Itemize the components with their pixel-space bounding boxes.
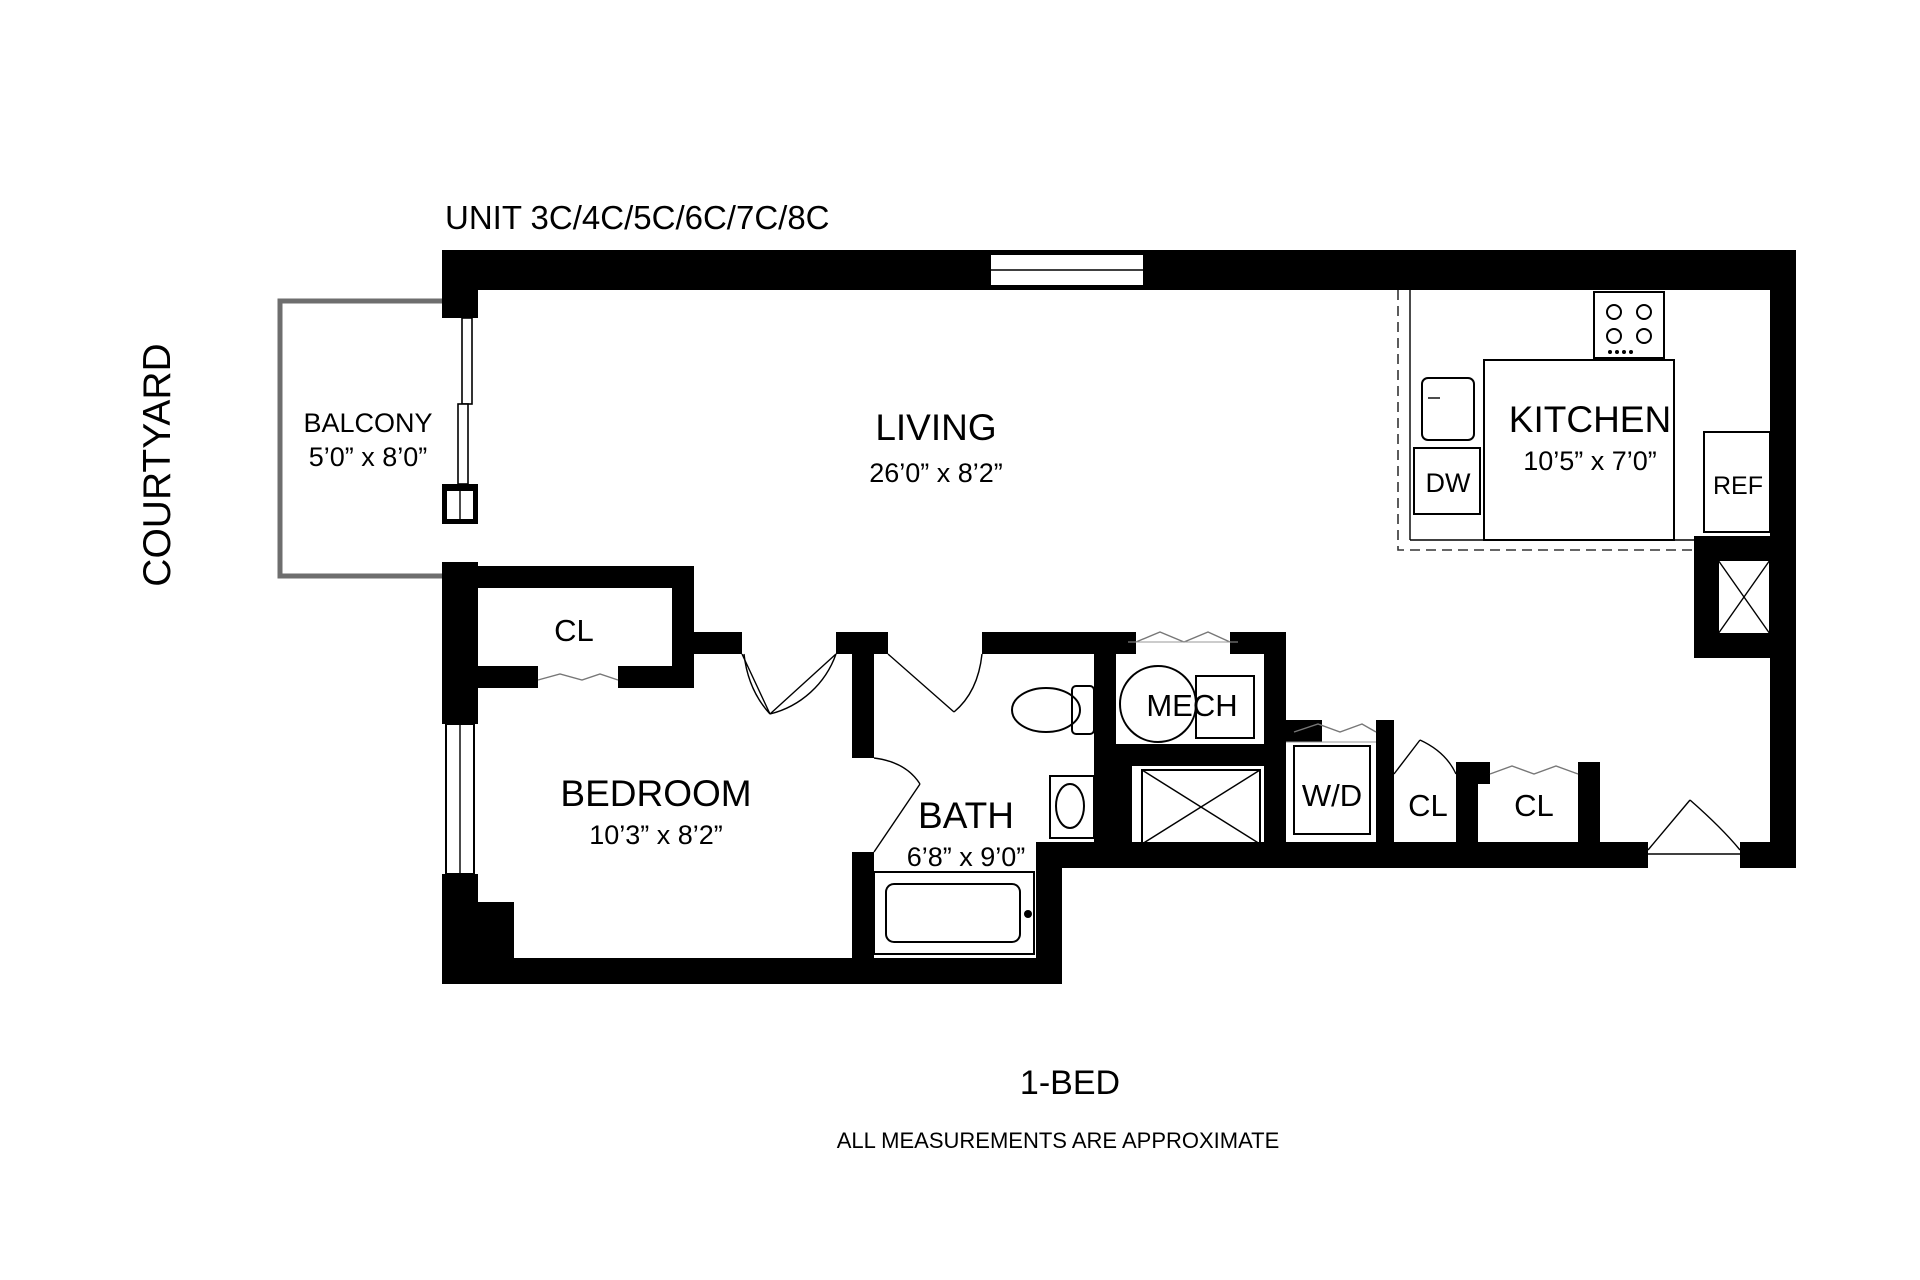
closet-bedroom-label: CL	[554, 613, 594, 648]
bedroom-name: BEDROOM	[560, 773, 751, 814]
balcony-door[interactable]	[457, 317, 473, 485]
living-dims: 26’0” x 8’2”	[869, 458, 1003, 488]
closet-hall-2-label: CL	[1514, 788, 1554, 823]
shafts	[1141, 559, 1771, 845]
unit-title: UNIT 3C/4C/5C/6C/7C/8C	[445, 199, 830, 236]
washer-dryer-box	[1293, 745, 1371, 835]
kitchen-fixtures	[1397, 290, 1771, 551]
windows	[445, 253, 1145, 875]
kitchen-name: KITCHEN	[1509, 399, 1671, 440]
mech-fixtures	[1119, 665, 1255, 743]
dishwasher-label: DW	[1426, 468, 1471, 498]
mech-label: MECH	[1146, 688, 1237, 723]
interior-walls	[478, 536, 1770, 984]
fixture-labels: CL MECH W/D CL CL DW REF	[554, 468, 1763, 823]
doors[interactable]	[537, 631, 1741, 855]
refrigerator-label: REF	[1713, 472, 1763, 500]
bedroom-dims: 10’3” x 8’2”	[589, 820, 723, 850]
bath-fixtures	[873, 685, 1095, 955]
living-name: LIVING	[875, 407, 996, 448]
courtyard-label: COURTYARD	[136, 343, 179, 586]
closet-hall-1-label: CL	[1408, 788, 1448, 823]
bath-name: BATH	[918, 795, 1014, 836]
room-labels: BALCONY 5’0” x 8’0” LIVING 26’0” x 8’2” …	[303, 399, 1671, 872]
washer-dryer-label: W/D	[1302, 778, 1362, 813]
balcony	[277, 298, 442, 579]
plan-type: 1-BED	[1020, 1064, 1120, 1102]
balcony-name: BALCONY	[303, 408, 432, 438]
kitchen-dims: 10’5” x 7’0”	[1523, 446, 1657, 476]
bath-dims: 6’8” x 9’0”	[907, 842, 1026, 872]
measurement-note: ALL MEASUREMENTS ARE APPROXIMATE	[837, 1128, 1280, 1153]
balcony-dims: 5’0” x 8’0”	[309, 442, 428, 472]
